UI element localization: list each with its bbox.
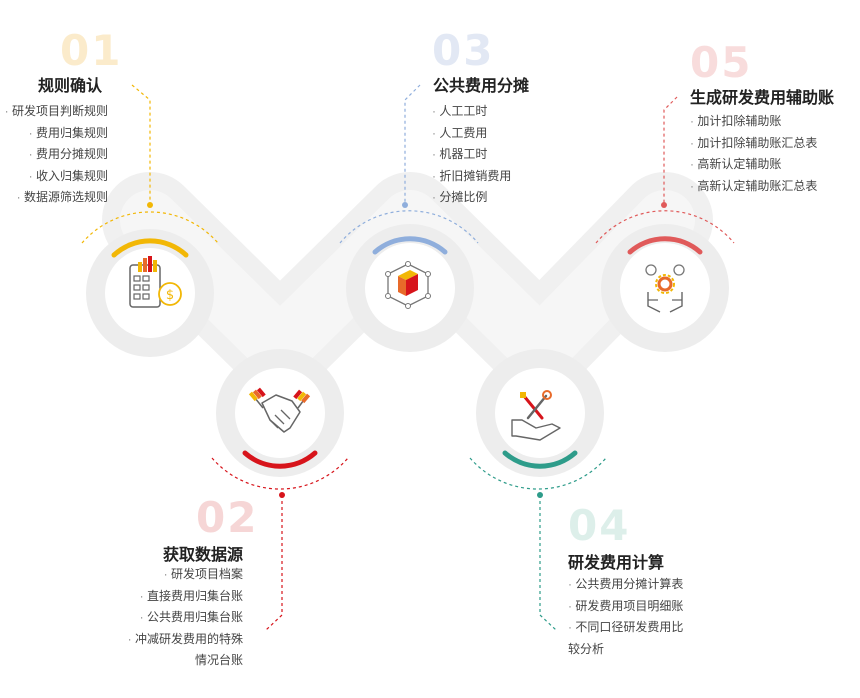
list-item: 折旧摊销费用 — [432, 166, 511, 188]
gears-hands-icon — [645, 264, 685, 313]
tools-hand-icon — [511, 390, 561, 441]
list-item: 收入归集规则 — [5, 166, 108, 188]
step-04-list: 公共费用分摊计算表 研发费用项目明细账 不同口径研发费用比较分析 — [568, 574, 686, 660]
step-01-title: 规则确认 — [38, 78, 103, 95]
list-item: 费用分摊规则 — [5, 144, 108, 166]
step-node-04 — [469, 349, 607, 490]
list-item: 不同口径研发费用比较分析 — [568, 617, 686, 660]
step-01-dashed-arc — [81, 211, 219, 244]
step-04-accent-arc — [502, 450, 578, 469]
step-05-number: 05 — [690, 38, 753, 87]
step-04-number: 04 — [568, 501, 631, 550]
list-item: 人工费用 — [432, 123, 511, 145]
list-item: 高新认定辅助账汇总表 — [690, 176, 817, 198]
handshake-icon — [248, 387, 311, 433]
list-item: 直接费用归集台账 — [123, 586, 243, 608]
step-03-title: 公共费用分摊 — [433, 78, 530, 95]
step-node-01: $ — [81, 211, 219, 357]
step-01-number: 01 — [60, 26, 123, 75]
list-item: 冲减研发费用的特殊情况台账 — [123, 629, 243, 672]
list-item: 费用归集规则 — [5, 123, 108, 145]
list-item: 研发项目判断规则 — [5, 101, 108, 123]
list-item: 高新认定辅助账 — [690, 154, 817, 176]
list-item: 数据源筛选规则 — [5, 187, 108, 209]
list-item: 公共费用分摊计算表 — [568, 574, 686, 596]
step-02-title: 获取数据源 — [162, 547, 243, 564]
cube-network-icon — [385, 261, 431, 309]
step-node-03 — [339, 210, 479, 352]
step-03-number: 03 — [432, 26, 495, 75]
step-03-dashed-arc — [339, 210, 479, 244]
step-02-dashed-arc — [211, 457, 349, 490]
step-01-accent-arc — [111, 238, 189, 258]
step-02-accent-arc — [242, 450, 318, 469]
list-item: 公共费用归集台账 — [123, 607, 243, 629]
step-05-list: 加计扣除辅助账 加计扣除辅助账汇总表 高新认定辅助账 高新认定辅助账汇总表 — [690, 111, 817, 197]
list-item: 研发费用项目明细账 — [568, 596, 686, 618]
list-item: 人工工时 — [432, 101, 511, 123]
leader-lines — [131, 84, 678, 631]
list-item: 研发项目档案 — [123, 564, 243, 586]
step-03-list: 人工工时 人工费用 机器工时 折旧摊销费用 分摊比例 — [432, 101, 511, 209]
calculator-dollar-icon: $ — [129, 256, 182, 308]
list-item: 加计扣除辅助账汇总表 — [690, 133, 817, 155]
step-node-02 — [211, 349, 349, 490]
step-04-title: 研发费用计算 — [568, 555, 665, 572]
connector-band — [102, 172, 713, 396]
step-02-list: 研发项目档案 直接费用归集台账 公共费用归集台账 冲减研发费用的特殊情况台账 — [123, 564, 243, 672]
step-02-number: 02 — [196, 493, 259, 542]
step-04-dashed-arc — [469, 457, 607, 490]
step-03-accent-arc — [372, 236, 448, 255]
step-node-05 — [595, 210, 735, 352]
list-item: 机器工时 — [432, 144, 511, 166]
step-05-dashed-arc — [595, 210, 735, 244]
step-05-title: 生成研发费用辅助账 — [690, 90, 835, 107]
list-item: 加计扣除辅助账 — [690, 111, 817, 133]
list-item: 分摊比例 — [432, 187, 511, 209]
step-01-list: 研发项目判断规则 费用归集规则 费用分摊规则 收入归集规则 数据源筛选规则 — [5, 101, 108, 209]
svg-text:$: $ — [166, 288, 174, 303]
step-05-accent-arc — [627, 236, 703, 255]
